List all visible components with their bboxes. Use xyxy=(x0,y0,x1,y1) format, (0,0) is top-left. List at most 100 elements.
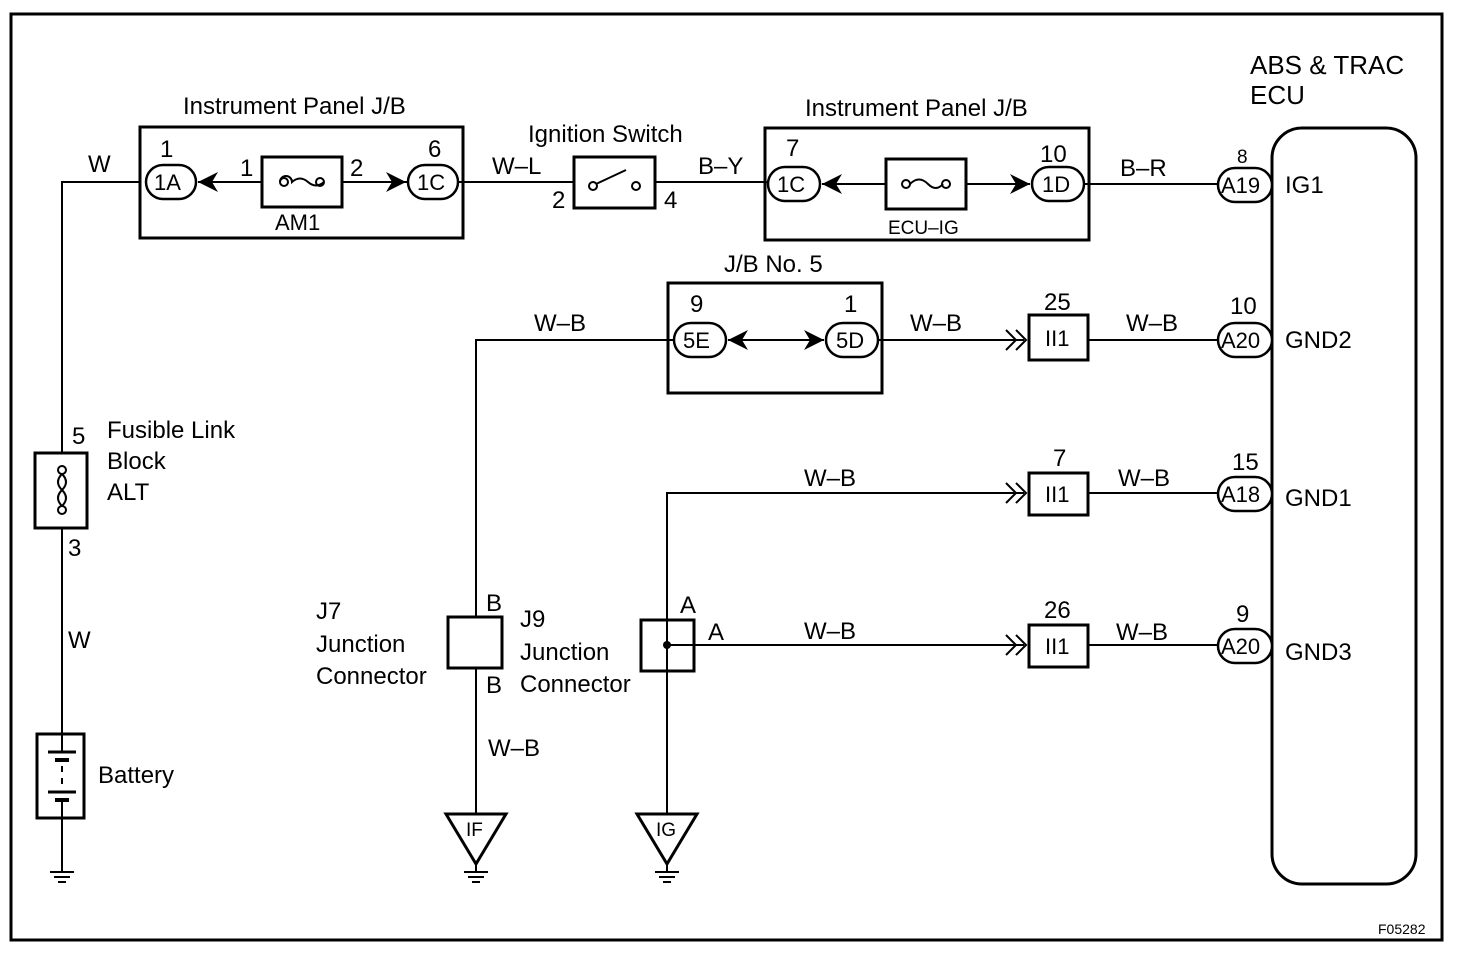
pin-5e: 9 xyxy=(690,291,703,318)
pin-1c-right: 7 xyxy=(786,135,799,162)
ground-ig-symbol xyxy=(634,812,700,867)
terminal-arrow-1a xyxy=(198,172,218,192)
inline-connector-ii1-26-pin: 26 xyxy=(1044,597,1071,624)
wire-color-wb-gnd3-b: W–B xyxy=(1116,619,1168,646)
connector-1d-label: 1D xyxy=(1042,172,1070,197)
diagram-frame xyxy=(9,12,1444,942)
connector-1c-right xyxy=(766,165,822,203)
wire-color-w-top: W xyxy=(88,151,111,178)
ignition-switch-title: Ignition Switch xyxy=(528,121,683,148)
j7-pin-bottom: B xyxy=(486,672,502,699)
ignition-switch-box xyxy=(572,155,657,210)
terminal-arrow-5d xyxy=(804,330,824,350)
wire-color-wb-j7: W–B xyxy=(488,735,540,762)
ecu-connector-a20-gnd2-pin: 10 xyxy=(1230,293,1257,320)
j9-pin-right: A xyxy=(708,619,724,646)
instrument-panel-jb-left: Instrument Panel J/B AM1 1A 1 1 1C 2 6 xyxy=(138,93,465,240)
wire-color-w-left: W xyxy=(68,627,91,654)
ecu-terminal-gnd2: GND2 xyxy=(1285,327,1352,354)
ecu-terminal-gnd1: GND1 xyxy=(1285,485,1352,512)
terminal-arrow-1c-right xyxy=(822,174,842,194)
jb-left-title: Instrument Panel J/B xyxy=(183,93,406,120)
ecu-terminal-gnd3: GND3 xyxy=(1285,639,1352,666)
fusible-pin-bottom: 3 xyxy=(68,535,81,562)
j7-circuit: W–B B B J7 Junction Connector W–B IF xyxy=(316,310,674,883)
wire-color-wb-gnd1-a: W–B xyxy=(804,465,856,492)
connector-1a xyxy=(144,163,198,201)
inline-connector-ii1-7 xyxy=(1027,471,1090,517)
ecu-connector-a18-pin: 15 xyxy=(1232,449,1259,476)
j7-label-line3: Connector xyxy=(316,663,427,690)
ecu-connector-a19 xyxy=(1216,166,1274,204)
connector-1c-right-label: 1C xyxy=(777,172,805,197)
ecu-terminal-ig1: IG1 xyxy=(1285,172,1324,199)
j7-label-line2: Junction xyxy=(316,631,405,658)
ecu-connector-a19-pin: 8 xyxy=(1237,147,1248,168)
ecu-connector-a20-gnd2 xyxy=(1216,321,1274,359)
figure-code: F05282 xyxy=(1378,921,1426,937)
battery-label: Battery xyxy=(98,762,174,789)
pin-am1-out: 2 xyxy=(350,155,363,182)
jb-right-title: Instrument Panel J/B xyxy=(805,95,1028,122)
ecu-title-line1: ABS & TRAC xyxy=(1250,50,1404,80)
j9-label-line3: Connector xyxy=(520,671,631,698)
fusible-label-line3: ALT xyxy=(107,479,150,506)
inline-connector-ii1-25-pin: 25 xyxy=(1044,289,1071,316)
wire-color-wb-jb5-in: W–B xyxy=(534,310,586,337)
j9-label-line2: Junction xyxy=(520,639,609,666)
terminal-arrow-5e xyxy=(728,330,748,350)
j9-pin-top: A xyxy=(680,592,696,619)
fusible-pin-top: 5 xyxy=(72,423,85,450)
ground-if-label: IF xyxy=(466,820,483,841)
wire-color-br: B–R xyxy=(1120,155,1167,182)
jb5-title: J/B No. 5 xyxy=(724,251,823,278)
instrument-panel-jb-right: Instrument Panel J/B ECU–IG 1C 7 1D 10 xyxy=(763,95,1091,242)
inline-connector-ii1-7-label: II1 xyxy=(1045,482,1069,507)
inline-connector-ii1-7-pin: 7 xyxy=(1053,445,1066,472)
connector-1a-label: 1A xyxy=(154,170,181,195)
pin-1d: 10 xyxy=(1040,141,1067,168)
wire-color-wb-jb5-out: W–B xyxy=(910,310,962,337)
inline-connector-ii1-25-label: II1 xyxy=(1045,326,1069,351)
inline-connector-ii1-26 xyxy=(1027,623,1090,669)
ecu-ig-fuse-label: ECU–IG xyxy=(888,218,959,239)
ecu-title-line2: ECU xyxy=(1250,80,1305,110)
wire-color-wb-gnd3-a: W–B xyxy=(804,618,856,645)
pin-1c-top: 6 xyxy=(428,136,441,163)
fusible-label-line2: Block xyxy=(107,448,167,475)
inline-connector-ii1-26-label: II1 xyxy=(1045,634,1069,659)
battery-box xyxy=(35,732,86,820)
ignition-pin-4: 4 xyxy=(664,187,677,214)
wire-color-wb-gnd1-b: W–B xyxy=(1118,465,1170,492)
terminal-arrow-1c-left xyxy=(386,172,406,192)
j9-label-line1: J9 xyxy=(520,606,545,633)
ecu-ig-fuse xyxy=(884,157,968,211)
connector-5d-label: 5D xyxy=(836,328,864,353)
abs-trac-ecu: ABS & TRAC ECU IG1 GND2 GND1 GND3 xyxy=(1250,50,1418,886)
fusible-label-line1: Fusible Link xyxy=(107,417,236,444)
pin-am1-in: 1 xyxy=(240,155,253,182)
connector-1c-left-label: 1C xyxy=(417,170,445,195)
ecu-connector-a18 xyxy=(1216,475,1274,513)
wire-color-wb-gnd2: W–B xyxy=(1126,310,1178,337)
ecu-connector-a20-gnd3-pin: 9 xyxy=(1236,601,1249,628)
jb5-box xyxy=(666,281,884,395)
battery: Battery xyxy=(35,732,174,883)
ground-if-symbol xyxy=(443,812,509,867)
j7-pin-top: B xyxy=(486,590,502,617)
wire-color-wl: W–L xyxy=(492,153,541,180)
wire-color-by: B–Y xyxy=(698,153,743,180)
pin-5d: 1 xyxy=(844,291,857,318)
connector-5e-label: 5E xyxy=(683,328,710,353)
ecu-body xyxy=(1270,126,1418,886)
terminal-arrow-1d xyxy=(1010,174,1030,194)
ground-ig-label: IG xyxy=(656,820,676,841)
ecu-connector-a20-gnd3 xyxy=(1216,627,1274,665)
ignition-pin-2: 2 xyxy=(552,187,565,214)
ecu-connector-a20-gnd3-label: A20 xyxy=(1221,634,1260,659)
gnd2-circuit: W–B II1 25 W–B A20 10 xyxy=(878,289,1274,362)
ignition-switch-group: W–L Ignition Switch 2 4 B–Y xyxy=(458,121,768,214)
fusible-link-block: 5 3 Fusible Link Block ALT W xyxy=(33,417,236,734)
inline-connector-ii1-25 xyxy=(1027,313,1090,362)
